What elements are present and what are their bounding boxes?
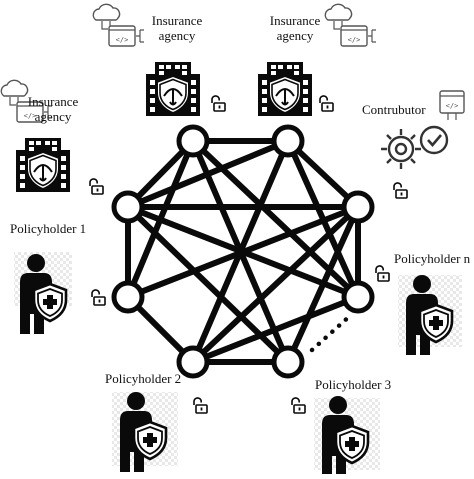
agency-left-label: Insurance agency	[27, 94, 79, 124]
node	[111, 190, 145, 224]
policyholder-3-label: Policyholder 3	[315, 377, 392, 392]
cloud-code-icon	[324, 3, 377, 47]
node	[176, 124, 210, 158]
unlock-icon	[211, 95, 226, 112]
unlock-icon	[319, 95, 334, 112]
unlock-icon	[89, 178, 104, 195]
contributor-group: </>	[381, 90, 465, 199]
node	[341, 190, 375, 224]
node	[341, 280, 375, 314]
node	[271, 124, 305, 158]
unlock-icon	[375, 265, 390, 282]
policyholder-2-group	[112, 390, 208, 474]
dotted-edge	[309, 311, 355, 353]
unlock-icon	[393, 182, 408, 199]
policyholder-1-label: Policyholder 1	[10, 221, 87, 236]
unlock-icon	[291, 397, 306, 414]
code-window-icon	[439, 90, 465, 114]
network-nodes	[111, 124, 375, 379]
agency-right-label: Insurance agency	[269, 13, 321, 43]
svg-text:</>: </>	[446, 102, 459, 110]
gear-icon	[381, 129, 421, 169]
building-shield-icon	[257, 61, 313, 117]
building-shield-icon	[145, 61, 201, 117]
node	[176, 345, 210, 379]
cloud-code-icon	[92, 3, 145, 47]
node	[111, 280, 145, 314]
policyholder-n-label: Policyholder n	[394, 251, 471, 266]
agency-middle-label: Insurance agency	[151, 13, 203, 43]
node	[271, 345, 305, 379]
unlock-icon	[91, 289, 106, 306]
unlock-icon	[193, 397, 208, 414]
network-edges	[125, 138, 361, 365]
contributor-label: Contrubutor	[362, 102, 426, 117]
checkmark-icon	[419, 125, 449, 155]
policyholder-n-group	[375, 265, 462, 357]
building-shield-icon	[15, 137, 71, 193]
policyholder-3-group	[291, 394, 380, 478]
policyholder-2-label: Policyholder 2	[105, 371, 182, 386]
policyholder-1-group	[14, 252, 106, 336]
